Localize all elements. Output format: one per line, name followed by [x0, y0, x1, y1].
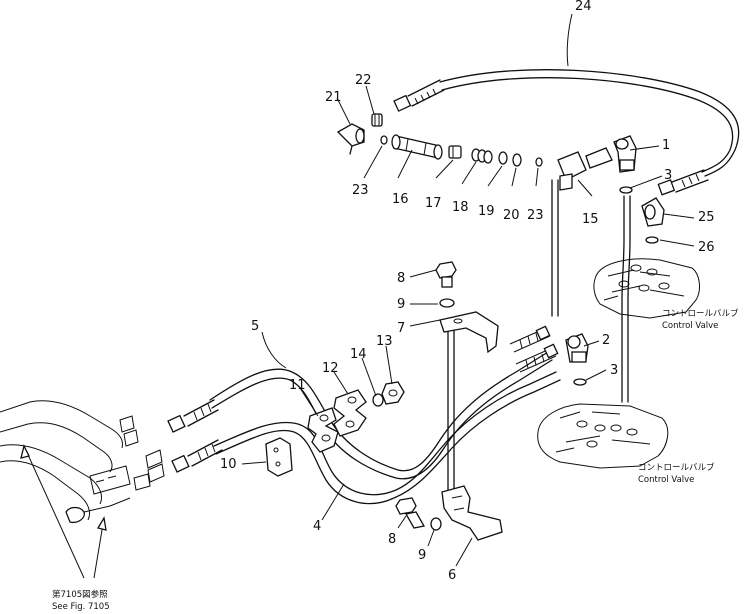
- reference-note: 第7105図参照 See Fig. 7105: [52, 589, 110, 612]
- callout-3-upper: 3: [664, 168, 672, 183]
- washer-9-upper: [439, 298, 455, 308]
- elbow-1: [613, 135, 637, 173]
- callout-2: 2: [602, 333, 610, 348]
- washer-9-lower: [430, 517, 442, 531]
- control-valve-lower-label: コントロールバルブ Control Valve: [638, 462, 715, 485]
- hose-5: [209, 325, 553, 480]
- callout-18: 18: [452, 200, 469, 215]
- hose-4: [213, 343, 561, 505]
- tube-16: [391, 134, 443, 160]
- callout-11-text: 11: [289, 378, 306, 393]
- callout-22: 22: [355, 73, 372, 88]
- callout-14: 14: [350, 347, 367, 362]
- pump-outline: [0, 400, 165, 524]
- tee-15: [551, 147, 613, 317]
- callout-8-lower: 8: [388, 532, 396, 547]
- control-valve-lower-jp: コントロールバルブ: [638, 462, 715, 473]
- bolt-8-upper: [435, 261, 457, 288]
- reference-note-en: See Fig. 7105: [52, 602, 110, 612]
- bracket-7: [439, 311, 499, 497]
- tube-vertical: [621, 195, 631, 403]
- ring-19: [498, 151, 508, 165]
- callout-26: 26: [698, 240, 715, 255]
- clamp-10: [265, 437, 293, 477]
- control-valve-upper: [593, 258, 700, 319]
- callout-4: 4: [313, 519, 321, 534]
- callout-6: 6: [448, 568, 456, 583]
- callout-21: 21: [325, 90, 342, 105]
- o-ring-3-upper: [619, 186, 633, 194]
- callout-9-lower: 9: [418, 548, 426, 563]
- callout-24: 24: [575, 0, 592, 14]
- clamp-11: [307, 407, 339, 453]
- callout-labels: 24 22 21 1 3 25 26 23 16 17 18 19 17 20 …: [220, 0, 715, 583]
- callout-25: 25: [698, 210, 715, 225]
- clamp-12: [333, 389, 367, 437]
- o-ring-23-upper-right: [535, 157, 543, 167]
- bolt-8-lower: [395, 497, 426, 529]
- o-ring-23-upper-left: [380, 135, 388, 145]
- elbow-25: [641, 197, 665, 227]
- leader-lines: [20, 13, 695, 579]
- ring-20: [512, 153, 522, 167]
- o-ring-3-lower: [573, 378, 587, 386]
- callout-9-upper: 9: [397, 297, 405, 312]
- callout-3-lower: 3: [610, 363, 618, 378]
- nut-17: [448, 145, 462, 159]
- hose-5-left-ferrule: [167, 399, 219, 433]
- callout-16: 16: [392, 192, 409, 207]
- callout-17: 17: [425, 196, 442, 211]
- callout-5: 5: [251, 319, 259, 334]
- callout-7: 7: [397, 321, 405, 336]
- o-ring-26: [645, 236, 659, 244]
- callout-23-right: 23: [527, 208, 544, 223]
- callout-10: 10: [220, 457, 237, 472]
- callout-19: 19: [478, 204, 495, 219]
- callout-1: 1: [662, 138, 670, 153]
- control-valve-lower: [537, 403, 669, 469]
- elbow-2: [565, 333, 589, 363]
- spacer-18: [471, 148, 493, 164]
- reference-note-jp: 第7105図参照: [52, 589, 108, 600]
- hose-24: [393, 69, 740, 196]
- callout-12: 12: [322, 361, 339, 376]
- callout-13: 13: [376, 334, 393, 349]
- callout-23-left: 23: [352, 183, 369, 198]
- sleeve-22: [371, 113, 383, 127]
- control-valve-lower-en: Control Valve: [638, 475, 694, 485]
- control-valve-upper-jp: コントロールバルブ: [662, 308, 739, 319]
- callout-20-text: 20: [503, 208, 520, 223]
- control-valve-upper-en: Control Valve: [662, 321, 718, 331]
- callout-15: 15: [582, 212, 599, 227]
- control-valve-upper-label: コントロールバルブ Control Valve: [662, 308, 739, 331]
- bracket-6: [441, 485, 503, 541]
- nut-13: [381, 381, 405, 405]
- elbow-21: [336, 123, 365, 155]
- washer-14: [372, 393, 384, 407]
- callout-8-upper: 8: [397, 271, 405, 286]
- hose-4-left-ferrule: [171, 439, 223, 473]
